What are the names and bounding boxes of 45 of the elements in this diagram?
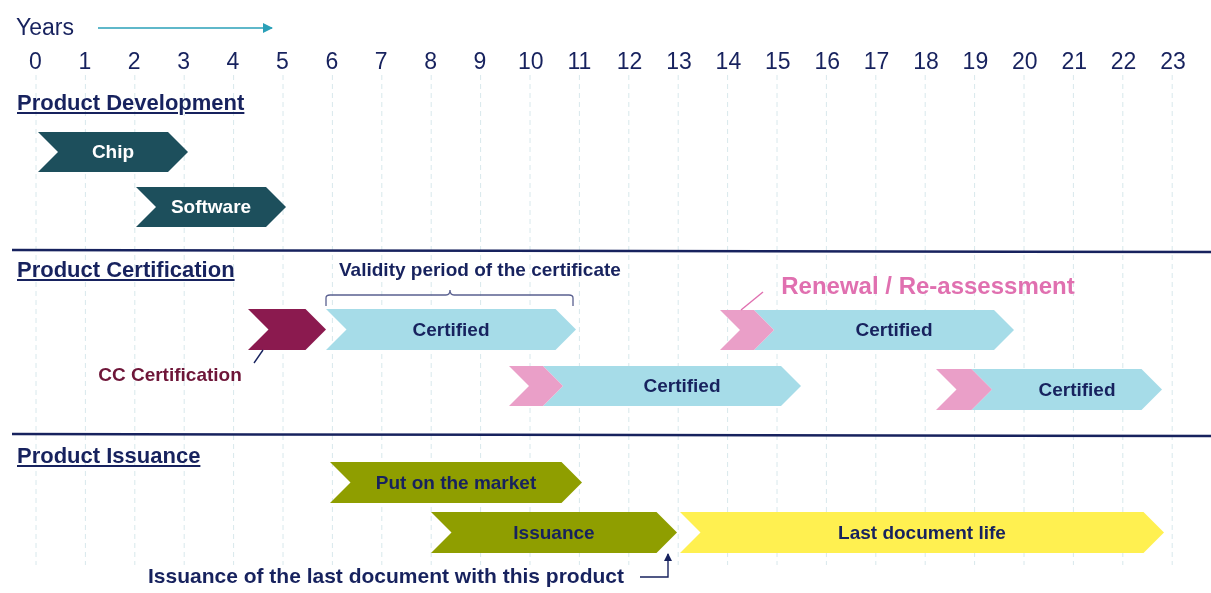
- tick-label: 3: [177, 48, 190, 75]
- leader-line: [253, 349, 264, 364]
- tick-label: 13: [666, 48, 692, 75]
- tick-label: 12: [616, 48, 643, 75]
- tick-label: 1: [78, 48, 92, 75]
- tick-label: 14: [715, 48, 742, 75]
- leader-line: [740, 291, 764, 311]
- tick-label: 22: [1110, 48, 1137, 75]
- tick-label: 8: [424, 48, 437, 75]
- chevron-bar: [509, 366, 563, 406]
- tick-label: 11: [567, 48, 592, 75]
- leader-line: [639, 553, 672, 578]
- tick-label: 17: [863, 48, 890, 75]
- section-heading: Product Development: [17, 90, 245, 116]
- chevron-bar: Chip: [38, 132, 188, 172]
- axis-title: Years: [16, 14, 74, 41]
- tick-label: 0: [29, 48, 42, 75]
- tick-label: 20: [1012, 48, 1038, 75]
- chevron-bar: [936, 369, 992, 410]
- chevron-bar: Put on the market: [330, 462, 582, 503]
- tick-label: 23: [1160, 48, 1186, 75]
- section-heading: Product Certification: [17, 257, 235, 283]
- chevron-bar: [248, 309, 326, 350]
- section-heading: Product Issuance: [17, 443, 201, 469]
- tick-label: 18: [913, 48, 939, 75]
- callout-text: Issuance of the last document with this product: [132, 563, 640, 589]
- tick-label: 6: [325, 48, 339, 75]
- chevron-bar: Issuance: [431, 512, 677, 553]
- callout-text: Renewal / Re-assessment: [763, 272, 1093, 300]
- callout-text: CC Certification: [84, 363, 256, 387]
- tick-label: 5: [276, 48, 289, 75]
- tick-label: 7: [374, 48, 388, 75]
- tick-label: 9: [473, 48, 487, 75]
- chevron-bar: [720, 310, 774, 350]
- tick-label: 15: [765, 48, 791, 75]
- bracket-label: Validity period of the certificate: [339, 259, 621, 281]
- tick-label: 2: [127, 48, 141, 75]
- tick-label: 4: [226, 48, 240, 75]
- chevron-bar: Certified: [326, 309, 576, 350]
- tick-label: 10: [518, 48, 544, 75]
- tick-label: 21: [1061, 48, 1087, 75]
- chevron-bar: Software: [136, 187, 286, 227]
- chevron-bar: Last document life: [680, 512, 1164, 553]
- tick-label: 16: [814, 48, 840, 75]
- tick-label: 19: [962, 48, 989, 75]
